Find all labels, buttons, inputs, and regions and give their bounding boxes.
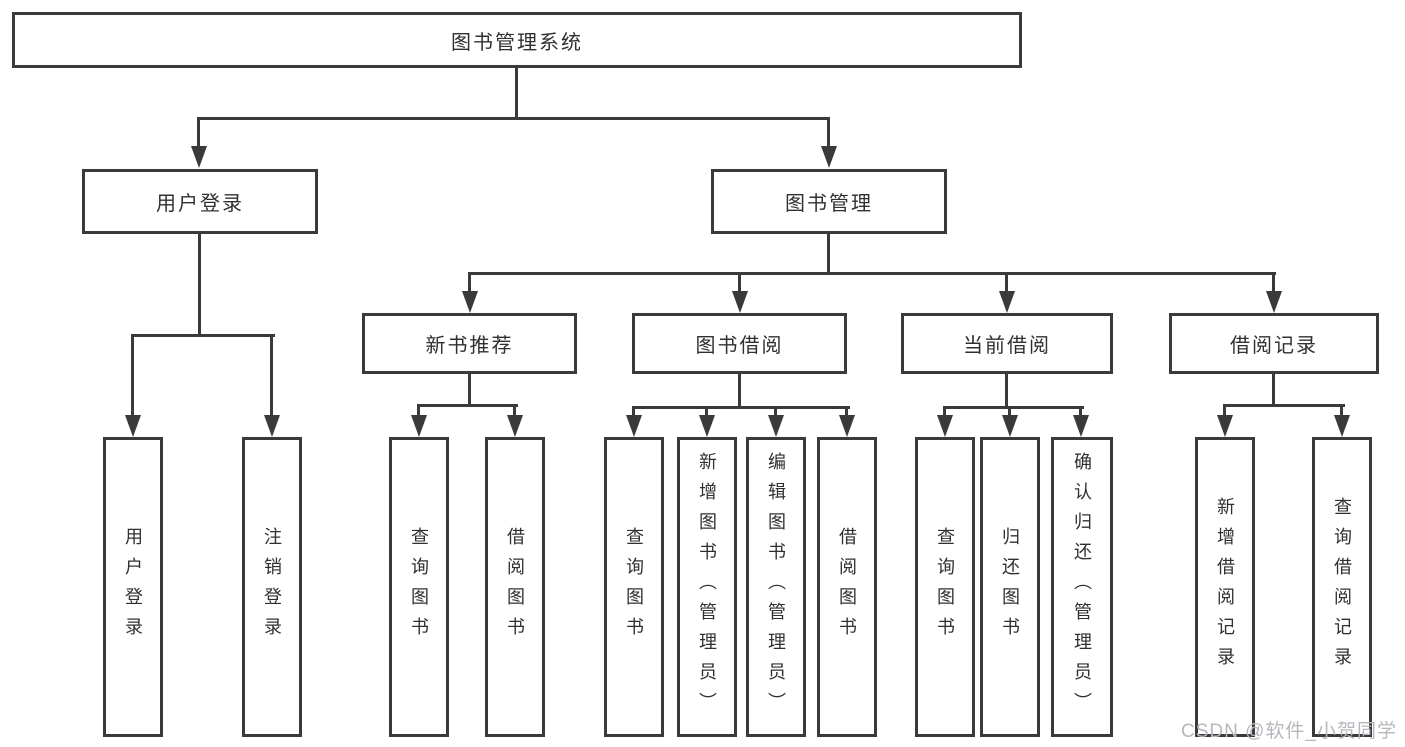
leaf-user-login-label: 用户登录 [123,527,143,647]
connector-current-borrow-stem [1005,374,1008,409]
arrowhead-br-add-icon [1217,415,1233,437]
connector-stub-book-borrow [738,272,741,294]
arrowhead-to-book-borrow-icon [732,291,748,313]
connector-stub-bb-query [632,406,635,418]
node-new-books: 新书推荐 [362,313,577,374]
leaf-user-login: 用户登录 [103,437,163,737]
leaf-cb-confirm-return: 确认归还（管理员） [1051,437,1113,737]
node-borrow-records: 借阅记录 [1169,313,1379,374]
node-root: 图书管理系统 [12,12,1022,68]
leaf-bb-edit-books: 编辑图书（管理员） [746,437,806,737]
connector-book-mgmt-horizontal [468,272,1276,275]
leaf-bb-edit-books-label: 编辑图书（管理员） [766,452,786,722]
connector-stub-br-add [1223,404,1226,418]
node-borrow-records-label: 借阅记录 [1230,335,1318,357]
connector-current-borrow-horizontal [943,406,1084,409]
arrowhead-to-login-leaf-icon [125,415,141,437]
node-user-login-label: 用户登录 [156,193,244,215]
connector-borrow-records-horizontal [1223,404,1345,407]
arrowhead-to-logout-leaf-icon [264,415,280,437]
arrowhead-nb-query-icon [411,415,427,437]
leaf-logout-label: 注销登录 [262,527,282,647]
arrowhead-cb-return-icon [1002,415,1018,437]
connector-stub-nb-borrow [513,404,516,418]
node-root-label: 图书管理系统 [451,31,583,54]
connector-stub-cb-confirm [1079,406,1082,418]
connector-stub-logout-leaf [270,334,273,418]
leaf-nb-query-books: 查询图书 [389,437,449,737]
connector-book-borrow-stem [738,374,741,409]
leaf-nb-borrow-books-label: 借阅图书 [505,527,525,647]
arrowhead-br-query-icon [1334,415,1350,437]
connector-stub-new-books [468,272,471,294]
arrowhead-to-user-login-icon [191,146,207,168]
arrowhead-nb-borrow-icon [507,415,523,437]
leaf-cb-query-books: 查询图书 [915,437,975,737]
node-book-mgmt: 图书管理 [711,169,947,234]
leaf-bb-borrow-books-label: 借阅图书 [837,527,857,647]
node-current-borrow: 当前借阅 [901,313,1113,374]
leaf-br-query-record-label: 查询借阅记录 [1332,497,1352,677]
leaf-br-query-record: 查询借阅记录 [1312,437,1372,737]
leaf-nb-borrow-books: 借阅图书 [485,437,545,737]
node-current-borrow-label: 当前借阅 [963,335,1051,357]
leaf-br-add-record: 新增借阅记录 [1195,437,1255,737]
leaf-bb-borrow-books: 借阅图书 [817,437,877,737]
connector-stub-br-query [1340,404,1343,418]
connector-stub-login-leaf [131,334,134,418]
leaf-cb-return-books-label: 归还图书 [1000,527,1020,647]
connector-user-login-stem [198,234,201,337]
connector-stub-borrow-records [1272,272,1275,294]
connector-stub-bb-add [705,406,708,418]
connector-stub-book-mgmt [827,117,830,150]
connector-stub-bb-edit [774,406,777,418]
connector-stub-cb-query [943,406,946,418]
connector-stub-user-login [197,117,200,150]
leaf-bb-query-books: 查询图书 [604,437,664,737]
connector-stub-current-borrow [1005,272,1008,294]
arrowhead-to-new-books-icon [462,291,478,313]
connector-root-horizontal [197,117,830,120]
node-user-login: 用户登录 [82,169,318,234]
connector-borrow-records-stem [1272,374,1275,407]
arrowhead-cb-confirm-icon [1073,415,1089,437]
leaf-cb-confirm-return-label: 确认归还（管理员） [1072,452,1092,722]
connector-stub-nb-query [417,404,420,418]
arrowhead-to-borrow-records-icon [1266,291,1282,313]
arrowhead-bb-borrow-icon [839,415,855,437]
leaf-cb-return-books: 归还图书 [980,437,1040,737]
connector-stub-cb-return [1008,406,1011,418]
leaf-br-add-record-label: 新增借阅记录 [1215,497,1235,677]
connector-book-mgmt-stem [827,234,830,275]
leaf-nb-query-books-label: 查询图书 [409,527,429,647]
arrowhead-to-book-mgmt-icon [821,146,837,168]
node-book-borrow-label: 图书借阅 [695,335,784,357]
leaf-cb-query-books-label: 查询图书 [935,527,955,647]
arrowhead-bb-edit-icon [768,415,784,437]
connector-stub-bb-borrow [845,406,848,418]
connector-new-books-horizontal [417,404,518,407]
arrowhead-cb-query-icon [937,415,953,437]
arrowhead-bb-add-icon [699,415,715,437]
connector-user-login-horizontal [131,334,275,337]
connector-root-stem [515,68,518,120]
leaf-bb-query-books-label: 查询图书 [624,527,644,647]
connector-new-books-stem [468,374,471,407]
leaf-bb-add-books: 新增图书（管理员） [677,437,737,737]
connector-book-borrow-horizontal [632,406,850,409]
leaf-logout: 注销登录 [242,437,302,737]
node-book-mgmt-label: 图书管理 [785,193,873,215]
node-book-borrow: 图书借阅 [632,313,847,374]
leaf-bb-add-books-label: 新增图书（管理员） [697,452,717,722]
arrowhead-to-current-borrow-icon [999,291,1015,313]
arrowhead-bb-query-icon [626,415,642,437]
node-new-books-label: 新书推荐 [425,335,514,357]
watermark-text: CSDN @软件_小贺同学 [1181,721,1397,742]
